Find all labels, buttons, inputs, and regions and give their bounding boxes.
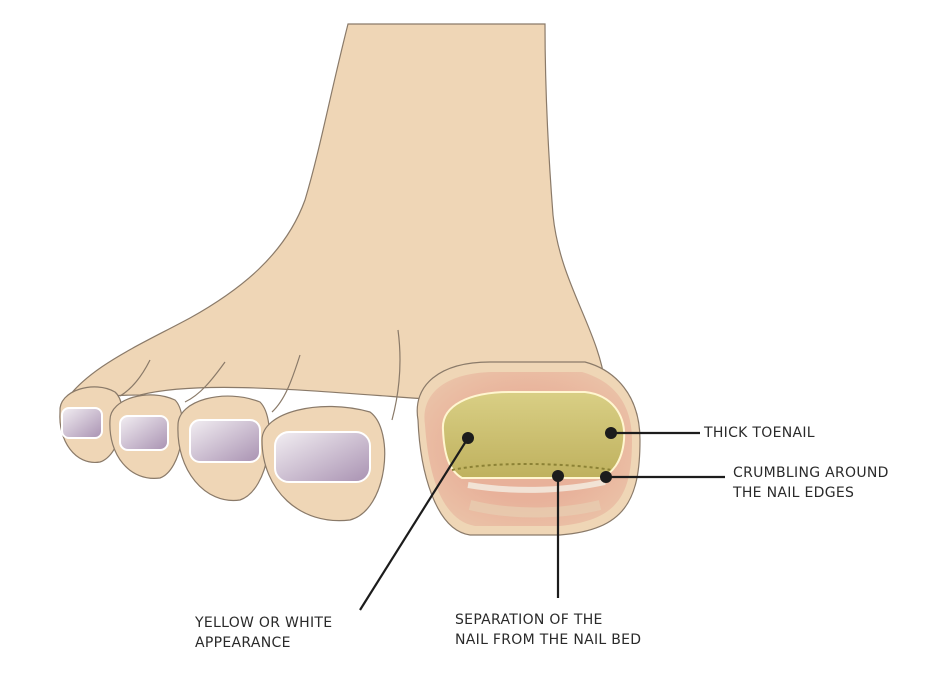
marker-yellow — [462, 432, 474, 444]
label-yellow-white: YELLOW OR WHITE APPEARANCE — [195, 615, 333, 651]
marker-thick — [605, 427, 617, 439]
toenail-5 — [61, 407, 103, 439]
foot-body — [59, 23, 607, 411]
toenail-4 — [119, 415, 169, 451]
nail-separation-edge — [451, 463, 613, 471]
marker-separation — [552, 470, 564, 482]
toenail-2 — [274, 431, 371, 483]
label-separation: SEPARATION OF THE NAIL FROM THE NAIL BED — [455, 612, 642, 648]
label-thick-toenail: THICK TOENAIL — [704, 425, 815, 441]
toenail-3 — [189, 419, 261, 463]
marker-crumbling — [600, 471, 612, 483]
label-crumbling: CRUMBLING AROUND THE NAIL EDGES — [733, 465, 889, 501]
infected-toenail — [441, 391, 626, 479]
leader-line-yellow — [359, 437, 469, 611]
